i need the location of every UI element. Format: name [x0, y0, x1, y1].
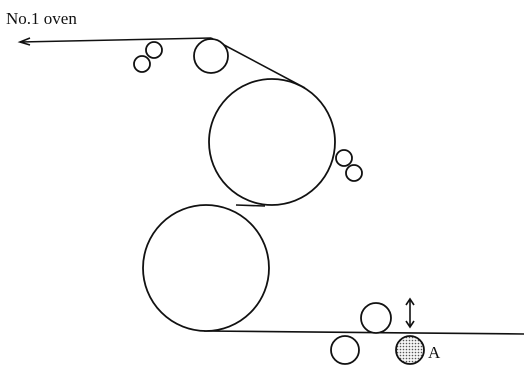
web-path — [17, 37, 525, 335]
guide-roll-right-1 — [335, 149, 353, 167]
web-bottom-segment — [203, 330, 525, 335]
drying-drum-lower — [142, 204, 270, 332]
guide-roll-upper-small-2 — [133, 55, 151, 73]
roll-a-label: A — [428, 343, 441, 362]
nip-roll-upper — [360, 302, 392, 334]
web-top-segment — [19, 37, 212, 43]
guide-roll-right-2 — [345, 164, 363, 182]
roll-a — [395, 335, 425, 365]
guide-roll-upper-small-1 — [145, 41, 163, 59]
web-to-upper-drum — [210, 37, 306, 89]
guide-roll-bottom — [330, 335, 360, 365]
adjust-arrow-down-head — [405, 320, 415, 329]
drying-drum-upper — [208, 78, 336, 206]
adjust-arrow-up-head — [405, 297, 415, 306]
web-between-drums — [235, 204, 266, 207]
direction-arrow — [17, 37, 31, 46]
guide-roll-top — [193, 38, 229, 74]
vertical-adjust-arrow — [405, 297, 415, 329]
oven-label: No.1 oven — [6, 9, 77, 28]
